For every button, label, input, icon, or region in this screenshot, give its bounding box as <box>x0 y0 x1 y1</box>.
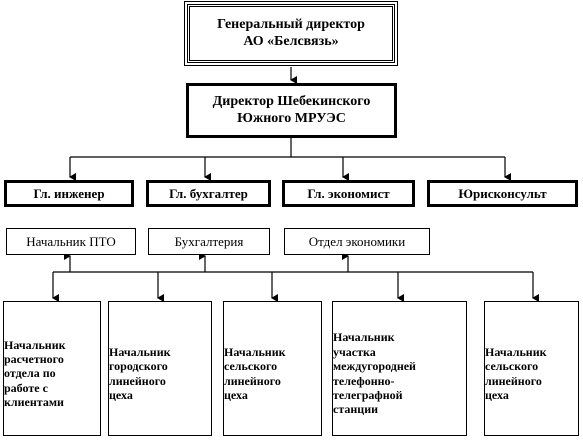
director-unit: Южного МРУЭС <box>237 110 346 126</box>
department-4-line: телефонно- <box>333 373 395 388</box>
legal-counsel-label: Юрисконсульт <box>458 185 547 201</box>
department-2-line: Начальник <box>109 344 171 359</box>
department-3-line: Начальник <box>224 344 286 359</box>
director-title: Директор Шебекинского <box>212 93 371 109</box>
chief-accountant-box: Гл. бухгалтер <box>146 180 271 207</box>
department-3-line: сельского <box>224 359 278 374</box>
department-2-line: цеха <box>109 387 133 402</box>
economics-dept-box: Отдел экономики <box>284 228 430 255</box>
general-director-org: АО «Белсвязь» <box>243 33 339 49</box>
department-3-line: линейного <box>224 373 281 388</box>
economics-dept-label: Отдел экономики <box>308 233 406 249</box>
pto-head-label: Начальник ПТО <box>26 233 116 249</box>
department-box-2: Начальник городского линейного цеха <box>108 301 212 436</box>
director-box: Директор Шебекинского Южного МРУЭС <box>186 83 397 138</box>
department-1-line: отдела по <box>4 366 56 381</box>
department-box-5: Начальник сельского линейного цеха <box>484 301 579 436</box>
department-box-3: Начальник сельского линейного цеха <box>223 301 322 436</box>
department-box-1: Начальник расчетного отдела по работе с … <box>3 301 101 436</box>
department-1-line: клиентами <box>4 395 64 410</box>
pto-head-box: Начальник ПТО <box>6 228 136 255</box>
department-2-line: городского <box>109 359 168 374</box>
department-4-line: Начальник <box>333 330 395 345</box>
department-4-line: телеграфной <box>333 387 403 402</box>
department-5-line: линейного <box>485 373 542 388</box>
department-2-line: линейного <box>109 373 166 388</box>
chief-engineer-box: Гл. инженер <box>4 180 134 207</box>
department-1-line: Начальник <box>4 337 66 352</box>
department-box-4: Начальник участка междугородней телефонн… <box>332 301 467 436</box>
chief-economist-label: Гл. экономист <box>307 185 390 201</box>
accounting-label: Бухгалтерия <box>174 233 244 249</box>
chief-economist-box: Гл. экономист <box>282 180 415 207</box>
general-director-title: Генеральный директор <box>217 16 365 32</box>
department-3-line: цеха <box>224 387 248 402</box>
department-5-line: цеха <box>485 387 509 402</box>
legal-counsel-box: Юрисконсульт <box>427 180 578 207</box>
chief-engineer-label: Гл. инженер <box>33 185 105 201</box>
department-5-line: сельского <box>485 359 539 374</box>
department-5-line: Начальник <box>485 344 547 359</box>
chief-accountant-label: Гл. бухгалтер <box>169 185 248 201</box>
department-4-line: междугородней <box>333 359 416 374</box>
department-1-line: работе с <box>4 380 48 395</box>
department-1-line: расчетного <box>4 351 64 366</box>
general-director-box: Генеральный директор АО «Белсвязь» <box>184 1 398 66</box>
department-4-line: участка <box>333 344 376 359</box>
accounting-box: Бухгалтерия <box>148 228 270 255</box>
department-4-line: станции <box>333 402 379 417</box>
